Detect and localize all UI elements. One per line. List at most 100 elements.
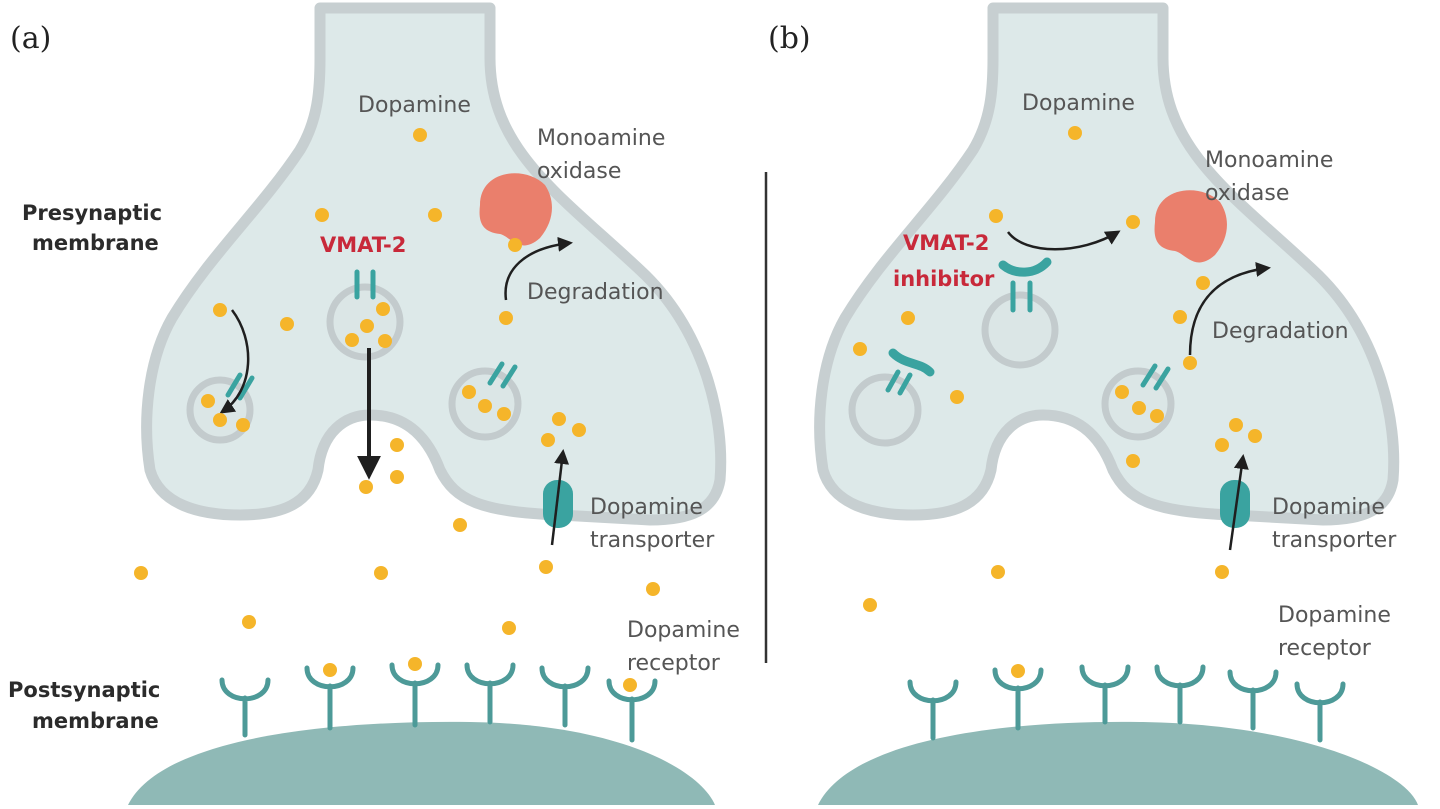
receptor-b-6	[1294, 681, 1346, 743]
dopamine-molecule-28	[646, 582, 660, 596]
label-dat-a-1: Dopamine	[590, 495, 703, 520]
arrow-degradation-a	[504, 236, 573, 301]
arrow-reuptake-a	[550, 449, 570, 546]
dopamine-molecule-47	[1248, 429, 1262, 443]
receptors-a	[219, 662, 658, 743]
label-presynaptic-1: Presynaptic	[22, 201, 162, 225]
presynaptic-terminal-a	[141, 2, 727, 526]
dopamine-molecule-9	[360, 319, 374, 333]
receptor-a-4	[464, 662, 516, 725]
panel-b: (b)	[768, 2, 1418, 805]
dopamine-molecule-10	[345, 333, 359, 347]
arrow-reuptake-b	[1228, 454, 1249, 551]
vmat-inhibitor-b-2	[998, 257, 1052, 277]
dopamine-molecule-1	[413, 128, 427, 142]
dopamine-molecule-3	[428, 208, 442, 222]
dopamine-molecule-29	[242, 615, 256, 629]
dopamine-molecule-4	[508, 238, 522, 252]
vmat-b-3a	[1140, 363, 1158, 388]
vmat-b-1b	[897, 372, 913, 396]
dopamine-molecule-41	[1183, 356, 1197, 370]
label-receptor-a-2: receptor	[627, 651, 721, 676]
dopamine-molecule-8	[376, 302, 390, 316]
receptor-a-3	[389, 662, 441, 728]
panel-b-tag: (b)	[768, 21, 811, 56]
label-receptor-a-1: Dopamine	[627, 618, 740, 643]
dopamine-molecule-16	[478, 399, 492, 413]
label-mao-a-2: oxidase	[537, 159, 621, 184]
dopamine-molecule-20	[541, 433, 555, 447]
dopamine-molecule-50	[991, 565, 1005, 579]
dopamine-molecule-15	[462, 385, 476, 399]
presynaptic-terminal-b	[814, 2, 1400, 526]
label-postsynaptic-1: Postsynaptic	[8, 678, 160, 702]
dopamine-molecule-34	[1068, 126, 1082, 140]
dopamine-dots-a	[134, 128, 660, 692]
label-dat-a-2: transporter	[590, 528, 715, 553]
dopamine-molecule-39	[901, 311, 915, 325]
dopamine-molecule-35	[989, 209, 1003, 223]
dopamine-molecule-40	[853, 342, 867, 356]
dopamine-molecule-26	[374, 566, 388, 580]
arrow-uptake-a	[219, 309, 250, 414]
receptor-b-3	[1079, 664, 1131, 725]
vesicle-b-2	[981, 291, 1059, 369]
dopamine-molecule-2	[315, 208, 329, 222]
label-vmat-a: VMAT-2	[320, 233, 406, 257]
dopamine-molecule-32	[408, 657, 422, 671]
receptor-a-2	[304, 665, 356, 731]
panel-a-tag: (a)	[10, 21, 51, 56]
dopamine-molecule-48	[1215, 438, 1229, 452]
postsynaptic-cell-b	[818, 721, 1418, 805]
label-receptor-b-2: receptor	[1278, 636, 1372, 661]
label-mao-b-2: oxidase	[1205, 181, 1289, 206]
panel-a: (a)	[10, 2, 740, 805]
dopamine-molecule-43	[1115, 385, 1129, 399]
label-mao-a-1: Monoamine	[537, 126, 665, 151]
label-vmat-inhibitor-b-2: inhibitor	[893, 267, 995, 291]
label-presynaptic-2: membrane	[32, 231, 159, 255]
receptor-b-5	[1227, 669, 1279, 731]
vmat-b-1a	[885, 369, 901, 393]
vmat-a-3a	[487, 361, 505, 386]
dopamine-dots-b	[853, 126, 1262, 678]
label-postsynaptic-2: membrane	[32, 709, 159, 733]
dopamine-molecule-14	[236, 418, 250, 432]
arrow-to-mao-b	[1006, 230, 1121, 251]
dopamine-molecule-5	[499, 311, 513, 325]
dopamine-molecule-51	[1215, 565, 1229, 579]
vesicle-b-1	[848, 373, 922, 447]
label-receptor-b-1: Dopamine	[1278, 603, 1391, 628]
label-vmat-inhibitor-b-1: VMAT-2	[903, 231, 989, 255]
dopamine-molecule-24	[453, 518, 467, 532]
label-mao-b-1: Monoamine	[1205, 148, 1333, 173]
dopamine-molecule-53	[1011, 664, 1025, 678]
vmat-a-1a	[225, 372, 243, 398]
dopamine-molecule-7	[213, 303, 227, 317]
vmat-inhibitor-b-1	[888, 348, 935, 377]
dopamine-molecule-22	[390, 470, 404, 484]
label-dat-b-1: Dopamine	[1272, 495, 1385, 520]
monoamine-oxidase-b	[1154, 190, 1227, 263]
receptor-b-2	[992, 667, 1044, 731]
dopamine-molecule-38	[1173, 310, 1187, 324]
label-degradation-a: Degradation	[527, 280, 664, 305]
dopamine-molecule-18	[552, 412, 566, 426]
dopamine-molecule-6	[280, 317, 294, 331]
dopamine-molecule-44	[1132, 401, 1146, 415]
label-degradation-b: Degradation	[1212, 319, 1349, 344]
dopamine-molecule-36	[1126, 215, 1140, 229]
label-dat-b-2: transporter	[1272, 528, 1397, 553]
dopamine-molecule-23	[359, 480, 373, 494]
dopamine-molecule-49	[1126, 454, 1140, 468]
dopamine-molecule-33	[623, 678, 637, 692]
receptors-b	[907, 664, 1346, 743]
postsynaptic-cell-a	[128, 721, 715, 805]
label-dopamine-a: Dopamine	[358, 93, 471, 118]
receptor-a-6	[606, 678, 658, 743]
dopamine-molecule-42	[950, 390, 964, 404]
dopamine-molecule-21	[390, 438, 404, 452]
dopamine-molecule-19	[572, 423, 586, 437]
receptor-a-1	[219, 677, 271, 738]
